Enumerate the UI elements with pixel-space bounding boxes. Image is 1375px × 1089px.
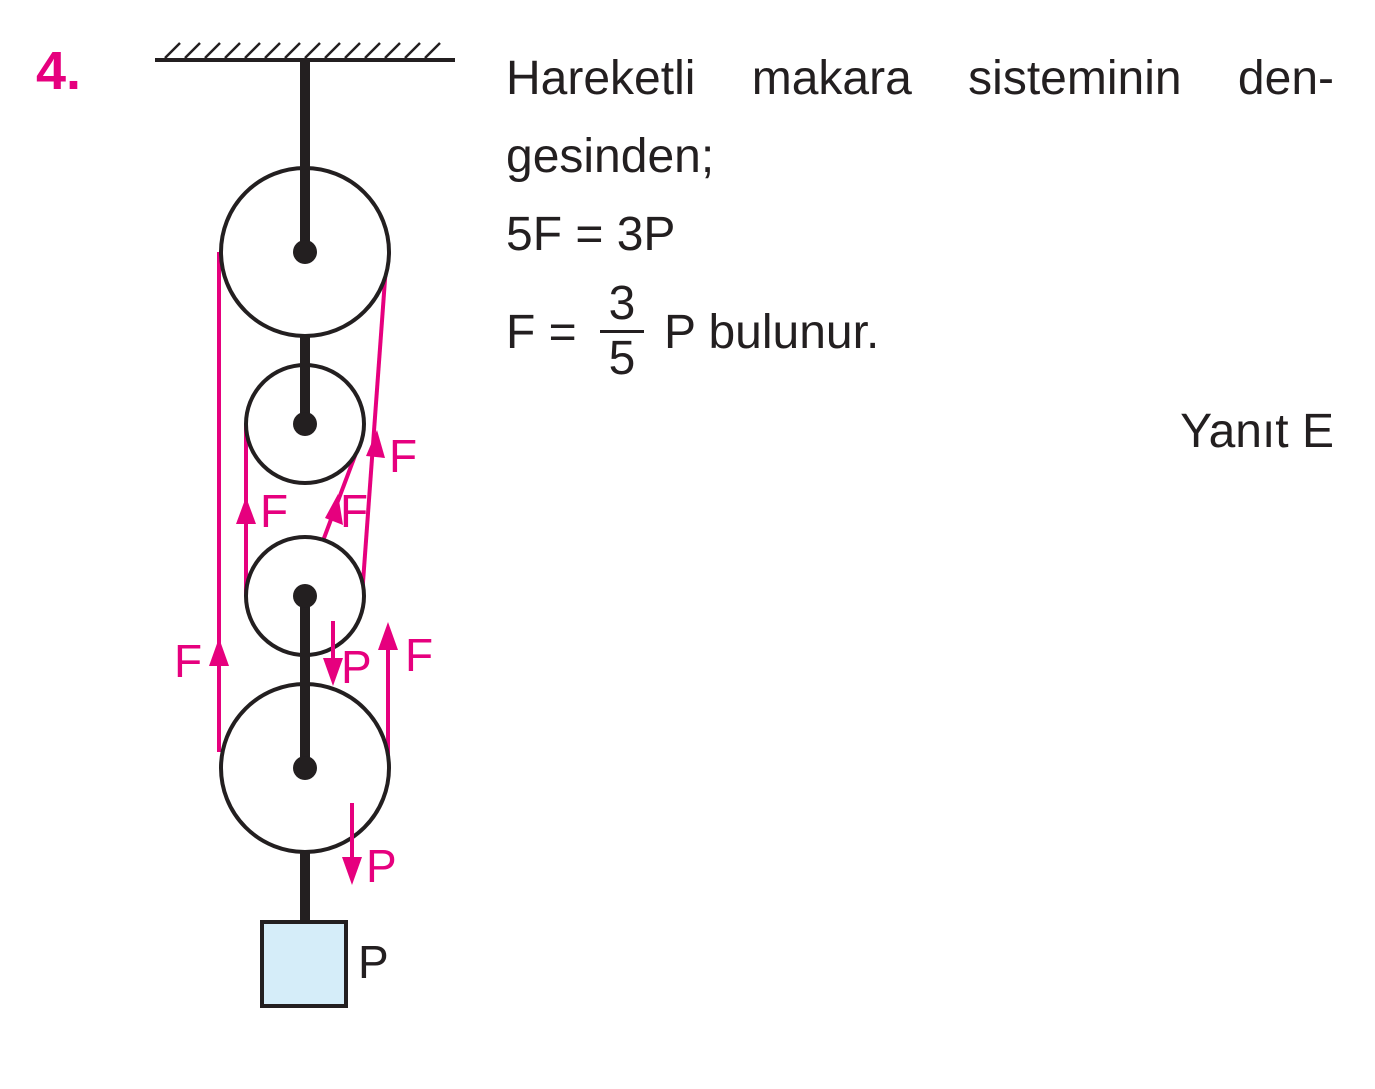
solution-line-2: gesinden;: [506, 130, 715, 183]
fraction-numerator: 3: [608, 277, 636, 330]
label-f-right: F: [389, 430, 417, 482]
result-prefix: F =: [506, 306, 577, 359]
fraction-bar: [600, 330, 644, 333]
axle-second: [293, 412, 317, 436]
arrow-up-right-lower: [378, 622, 398, 650]
ceiling: [155, 42, 455, 62]
question-number: 4.: [36, 41, 82, 101]
axle-top: [293, 240, 317, 264]
label-f-right-lower: F: [405, 629, 433, 681]
axle-third: [293, 584, 317, 608]
fraction: 3 5: [600, 280, 644, 383]
result-line: F = 3 5 P bulunur.: [506, 280, 1334, 392]
label-f-inner: F: [260, 485, 288, 537]
equation: 5F = 3P: [506, 208, 676, 261]
answer: Yanıt E: [1180, 405, 1334, 458]
solution-text: Hareketli makara sisteminin den- gesinde…: [506, 40, 1334, 392]
arrow-up-diagonal: [325, 494, 343, 525]
result-suffix: P bulunur.: [664, 306, 880, 359]
solution-line-1: Hareketli makara sisteminin den-: [506, 52, 1334, 105]
arrow-p-upper-head: [323, 658, 343, 686]
label-p-lower: P: [366, 840, 397, 892]
label-f-left: F: [174, 635, 202, 687]
pulley-diagram: F F F F P F P P: [155, 42, 455, 1008]
label-f-diagonal: F: [340, 485, 368, 537]
rope-right-diagonal: [360, 251, 389, 597]
arrow-p-lower-head: [342, 857, 362, 885]
weight-block: [260, 920, 348, 1008]
arrow-up-left-inner: [236, 497, 256, 524]
arrow-up-right: [366, 430, 385, 458]
axle-bottom: [293, 756, 317, 780]
fraction-denominator: 5: [608, 332, 636, 385]
arrow-up-left-outer: [209, 638, 229, 666]
label-p-upper: P: [341, 641, 372, 693]
weight-label: P: [358, 936, 389, 988]
